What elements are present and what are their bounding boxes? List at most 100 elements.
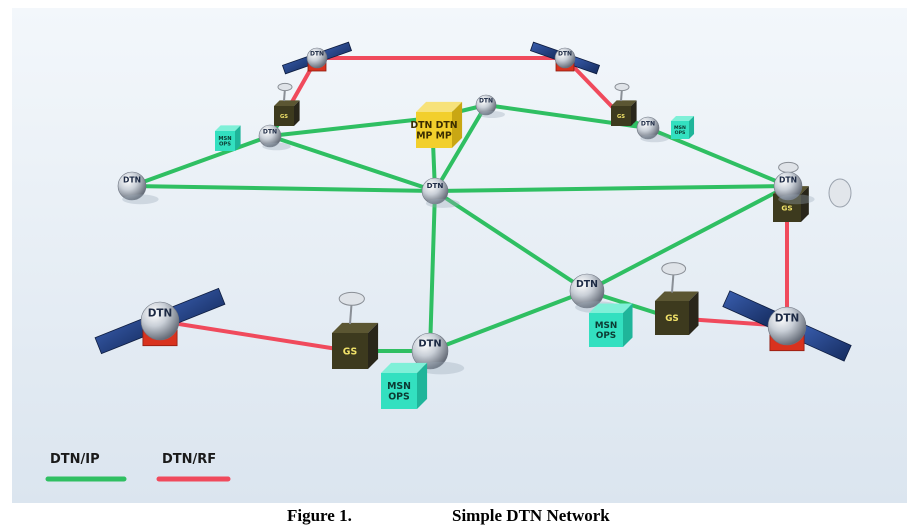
mission-ops-box-label: MSN: [387, 381, 411, 392]
ground-station-top: [655, 291, 699, 301]
mission-ops-box-label: MSN: [595, 321, 618, 331]
ground-station-label: GS: [343, 346, 358, 357]
drop-shadow: [778, 194, 815, 205]
dtn-node-label: DTN: [418, 339, 441, 350]
ground-station-label: GS: [665, 314, 679, 324]
rf-link: [158, 319, 352, 353]
ip-link: [433, 103, 488, 193]
dtn-node-label: DTN: [779, 176, 797, 185]
dtn-node: DTN: [421, 177, 449, 205]
satellite: DTN: [529, 41, 601, 75]
dish-icon: [778, 161, 799, 173]
mission-ops-box-side: [417, 362, 428, 409]
mission-planning-box-top: [416, 101, 463, 112]
dtn-node-label: DTN: [123, 176, 141, 185]
ip-link: [130, 134, 272, 188]
dtn-node: DTN: [475, 94, 497, 116]
dtn-node-sphere: [258, 124, 282, 148]
mission-planning-box-side: [452, 101, 463, 148]
mission-ops-box-top: [589, 303, 633, 313]
dish-icon: [277, 82, 293, 92]
dtn-node-sphere: [411, 332, 449, 370]
mission-ops-box-top: [215, 125, 241, 131]
ground-station-side: [631, 100, 637, 126]
mission-ops-box-top: [671, 115, 695, 121]
caption-figure-number: Figure 1.: [287, 506, 352, 525]
dtn-node-label: DTN: [148, 307, 173, 319]
mission-ops-box-label: OPS: [219, 142, 231, 148]
mission-ops-box-label: MSN: [218, 136, 231, 142]
ground-station-label: GS: [280, 114, 288, 120]
dtn-node: DTN: [569, 273, 605, 309]
ground-station: GS: [332, 291, 379, 369]
drop-shadow: [425, 198, 460, 208]
satellite: DTN: [281, 41, 353, 75]
drop-shadow: [262, 142, 291, 151]
legend: DTN/IP DTN/RF: [45, 452, 231, 482]
dtn-node-label: DTN: [576, 279, 598, 290]
dish-icon: [828, 178, 852, 208]
ip-link: [268, 134, 437, 193]
dtn-node-sphere: [767, 306, 807, 346]
ground-station-label: GS: [617, 114, 625, 120]
mission-planning-box-label: DTN DTN: [410, 120, 457, 131]
dtn-node-sphere: [773, 171, 803, 201]
dtn-node-sphere: [636, 116, 660, 140]
ip-link: [130, 184, 437, 193]
ground-station: GS: [655, 262, 699, 335]
ground-station-side: [801, 186, 809, 222]
dtn-node: DTN: [773, 171, 803, 201]
dtn-node: DTN: [411, 332, 449, 370]
caption-title: Simple DTN Network: [452, 506, 610, 525]
ground-station-face: [611, 106, 631, 126]
mission-ops-box-label: OPS: [675, 130, 686, 136]
ground-station-face: [332, 333, 368, 369]
dtn-node-label: DTN: [427, 181, 444, 190]
ip-link: [268, 116, 434, 138]
satellite: DTN: [722, 290, 852, 362]
dtn-node-label: DTN: [263, 128, 277, 135]
ground-station-face: [274, 106, 294, 126]
drop-shadow: [640, 134, 669, 143]
ip-link: [428, 189, 437, 353]
drop-shadow: [122, 194, 159, 205]
mission-ops-box-face: [671, 121, 689, 139]
mission-ops-box-face: [215, 131, 235, 151]
dtn-node-sphere: [306, 47, 328, 69]
ip-link: [585, 184, 790, 293]
dtn-node-label: DTN: [310, 51, 324, 58]
ground-station-side: [368, 322, 379, 369]
dtn-node: DTN: [258, 124, 282, 148]
ground-station-side: [689, 291, 699, 335]
dtn-node-label: DTN: [479, 98, 493, 105]
network-devices: DTN DTN DTN DTN GS GS GS GS GS DTN DTN DTN DTN DTN DTN…: [94, 41, 852, 409]
ground-station-top: [274, 100, 300, 106]
mission-ops-box-side: [689, 115, 695, 139]
ground-station-side: [294, 100, 300, 126]
dish-icon: [338, 291, 365, 306]
legend-ip-label: DTN/IP: [50, 452, 100, 467]
ground-station-top: [332, 322, 379, 333]
mission-ops-box-label: OPS: [388, 391, 410, 402]
dtn-node-sphere: [117, 171, 147, 201]
ground-station-top: [611, 100, 637, 106]
mission-ops-box-side: [623, 303, 633, 347]
dish-icon: [614, 82, 630, 92]
satellite: DTN: [94, 287, 226, 355]
dtn-node: DTN: [636, 116, 660, 140]
ground-station-face: [655, 301, 689, 335]
ground-station-label: GS: [781, 204, 792, 213]
dtn-node-sphere: [140, 301, 180, 341]
ground-station: GS: [611, 82, 637, 126]
dtn-node-label: DTN: [641, 120, 655, 127]
scene-background: [12, 8, 907, 503]
dtn-node-sphere: [569, 273, 605, 309]
dtn-node-sphere: [421, 177, 449, 205]
dtn-node: DTN: [117, 171, 147, 201]
mission-ops-box-face: [589, 313, 623, 347]
dtn-node-label: DTN: [775, 312, 800, 324]
